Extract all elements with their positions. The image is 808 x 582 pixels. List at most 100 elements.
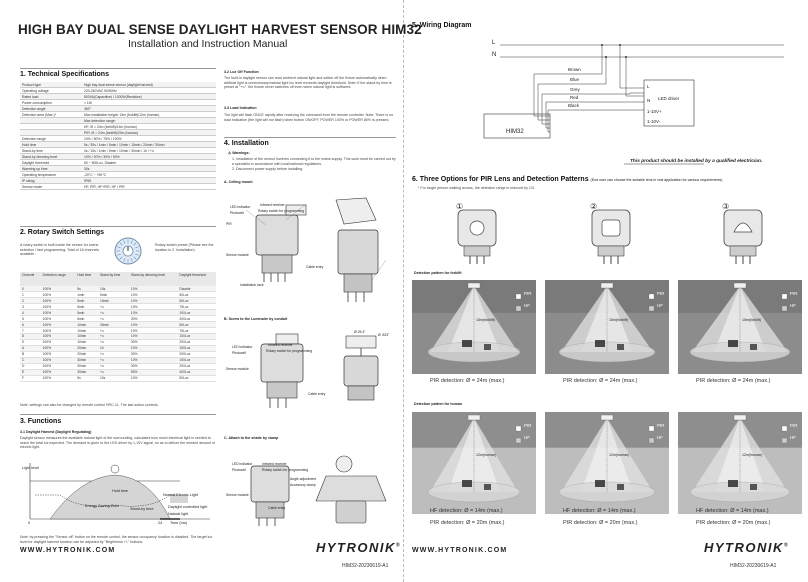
- channel-cell: 10%: [128, 357, 178, 364]
- forklift-height-label: 15m(forklift): [476, 317, 495, 322]
- spec-row: Max detection range:: [20, 117, 216, 125]
- forklift-height-label: 15m(forklift): [609, 317, 628, 322]
- right-doc-id: HIM32-20230619-A1: [730, 563, 777, 569]
- channel-cell: 6: [20, 321, 41, 329]
- spec-value: High bay dual sense sensor (daylight har…: [82, 82, 216, 89]
- fig-b-dim2-label: Ø .823": [378, 333, 390, 337]
- channel-cell: 10%: [128, 375, 178, 382]
- graph-label-hold: Hold time: [112, 489, 129, 493]
- channel-cell: 400Lux: [177, 369, 216, 376]
- channel-cell: 100%: [40, 321, 76, 329]
- channel-cell: 100%: [40, 369, 76, 376]
- channel-cell: 200Lux: [177, 363, 216, 370]
- channel-header-cell: Stand-by dimming level: [128, 272, 178, 286]
- wiring-device-him32: HIM32: [506, 129, 524, 135]
- channel-cell: 30%: [128, 363, 178, 370]
- fig-c-module-label: Sensor module: [226, 493, 249, 497]
- human-pir-caption: PIR detection: Ø = 20m (max.): [430, 520, 505, 526]
- channel-cell: 100%: [40, 363, 76, 370]
- fig-b-dim1-label: Ø 25.4": [354, 330, 366, 334]
- channel-cell: 50Lux: [177, 375, 216, 382]
- wire-red-label: Red: [570, 95, 579, 100]
- spec-value: -20°C ~ +50°C: [82, 171, 216, 179]
- warning-1: 1. Installation of the sensor involves c…: [232, 157, 396, 166]
- spec-value: HF: Ø = 24m (forklift)/14m (human): [82, 123, 216, 131]
- legend-pir-label: PIR: [790, 423, 798, 428]
- spec-value: 50 ~ 500Lux, Disable: [82, 159, 216, 167]
- spec-value: 0s / 10s / 1min / 5min / 10min / 30min /…: [82, 147, 216, 155]
- channel-cell: 75Lux: [177, 303, 216, 311]
- spec-value: 5s / 30s / 1min / 5min / 10min / 15min /…: [82, 141, 216, 149]
- pir-lens-note: * For single person walking across, the …: [418, 186, 535, 190]
- channel-header-cell: Detection range: [40, 272, 76, 286]
- fig-a-module-label: Sensor module: [226, 253, 249, 257]
- function-3-1-note: Note: by pressing the "Sensor off" butto…: [20, 535, 213, 544]
- channel-cell: 100%: [40, 357, 76, 364]
- channel-cell: 100%: [40, 345, 76, 352]
- human-pattern-2: [545, 412, 669, 514]
- forklift-pir-caption: PIR detection: Ø = 24m (max.): [696, 378, 771, 384]
- channel-cell: 1min: [75, 291, 98, 299]
- channel-cell: 100%: [40, 351, 76, 358]
- channel-cell: 30min: [75, 369, 98, 376]
- fig-c-cable-label: Cable entry: [268, 506, 286, 510]
- forklift-pattern-2: [545, 280, 669, 374]
- channel-cell: 100%: [40, 339, 76, 346]
- function-3-1-text: Daylight sensor measures the available n…: [20, 436, 216, 450]
- spec-value: 10% / 20% / 30% / 50%: [82, 153, 216, 161]
- spec-value: 10% / 50% / 75% / 100%: [82, 135, 216, 143]
- channel-cell: 50Lux: [177, 291, 216, 299]
- channel-cell: 30%: [128, 315, 178, 323]
- spec-label: Rated load: [20, 93, 82, 101]
- channel-cell: 5min: [75, 309, 98, 317]
- channel-cell: B: [20, 351, 41, 358]
- wiring-diagram: [483, 44, 784, 165]
- left-logo: HYTRONIK®: [316, 540, 401, 555]
- channel-cell: D: [20, 363, 41, 370]
- spec-value: IP65: [82, 177, 216, 185]
- fig-a-pir-label: PIR: [226, 222, 232, 226]
- driver-term-l: L: [647, 84, 650, 89]
- channel-cell: 100%: [40, 297, 76, 305]
- legend-hf-label: HF: [524, 435, 530, 440]
- channel-cell: C: [20, 357, 41, 364]
- install-c-title: C. Attach to the shade by clamp: [224, 436, 279, 440]
- wiring-led-driver: LED driver: [658, 96, 680, 101]
- channel-cell: 30min: [75, 357, 98, 364]
- section-technical-specifications: 1. Technical Specifications: [20, 71, 109, 78]
- function-3-2-text: The built-in daylight sensor can read am…: [224, 76, 392, 90]
- channel-cell: 10s: [97, 375, 129, 382]
- fig-c-angle-label: Angle adjustment: [290, 477, 317, 481]
- channel-cell: 100Lux: [177, 333, 216, 340]
- fig-c-led-label: LED indicator: [232, 462, 253, 466]
- legend-pir-label: PIR: [657, 423, 665, 428]
- channel-cell: 10min: [75, 321, 98, 329]
- section-rotary-switch: 2. Rotary Switch Settings: [20, 229, 105, 236]
- wire-brown-label: Brown: [568, 67, 581, 72]
- channel-cell: 200Lux: [177, 339, 216, 346]
- function-3-2-title: 3.2 Lux Off Function: [224, 70, 259, 74]
- daylight-harvest-graph: [29, 463, 210, 520]
- channel-cell: +∞: [97, 333, 129, 340]
- channel-cell: 10min: [75, 339, 98, 346]
- channel-cell: 100%: [40, 303, 76, 311]
- spec-label: Detection range: [20, 135, 82, 143]
- spec-label: Product type: [20, 82, 82, 89]
